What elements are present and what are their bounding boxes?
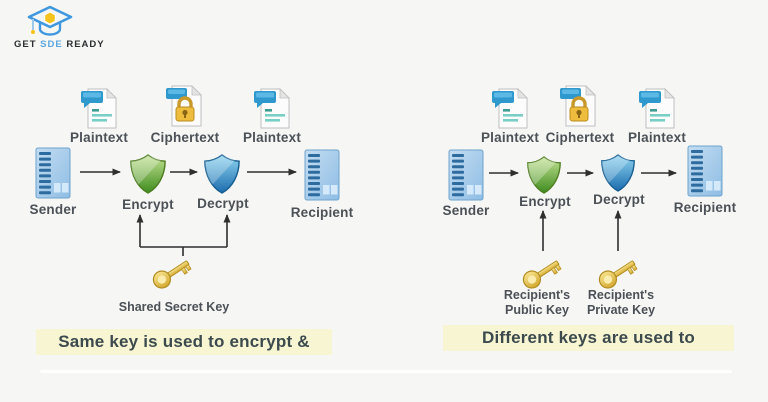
brand-wordmark: GET SDE READY [14, 39, 134, 50]
recipient-label: Recipient [290, 205, 354, 220]
shared-secret-key-label: Shared Secret Key [118, 300, 230, 314]
encrypt-label: Encrypt [122, 197, 174, 212]
ciphertext-document-icon [163, 84, 205, 130]
brand-sde: SDE [40, 39, 63, 50]
ciphertext-label: Ciphertext [150, 130, 220, 145]
shared-secret-key-icon [150, 254, 194, 292]
encrypt-label: Encrypt [519, 194, 571, 209]
recipient-label: Recipient [673, 200, 737, 215]
decrypt-label: Decrypt [197, 196, 249, 211]
plaintext-document-icon [637, 86, 677, 130]
decrypt-shield-icon [203, 153, 241, 195]
private-key-icon [596, 254, 640, 292]
decrypt-label: Decrypt [593, 192, 645, 207]
graduation-cap-logo-icon [27, 5, 73, 36]
encrypt-shield-icon [129, 153, 167, 195]
recipient-server-icon [686, 144, 724, 198]
plaintext-document-icon [490, 86, 530, 130]
decrypt-shield-icon [600, 153, 636, 193]
private-key-label-line1: Recipient's [587, 288, 655, 302]
caption-text: Different keys are used to [481, 328, 696, 347]
caption-highlight-symmetric: Same key is used to encrypt & [36, 329, 332, 355]
sender-label: Sender [442, 203, 490, 218]
caption-highlight-asymmetric: Different keys are used to [443, 325, 734, 351]
plaintext-label: Plaintext [242, 130, 302, 145]
sender-server-icon [447, 148, 485, 202]
plaintext-label: Plaintext [627, 130, 687, 145]
private-key-label-line2: Private Key [586, 303, 656, 317]
plaintext-document-icon [79, 86, 119, 130]
public-key-icon [520, 254, 564, 292]
public-key-label-line1: Recipient's [503, 288, 571, 302]
ciphertext-label: Ciphertext [545, 130, 615, 145]
brand-ready: READY [66, 39, 105, 50]
divider-line [40, 370, 732, 373]
public-key-label-line2: Public Key [505, 303, 569, 317]
brand-get: GET [14, 39, 37, 50]
caption-text: Same key is used to encrypt & [58, 332, 310, 351]
ciphertext-document-icon [557, 84, 599, 130]
plaintext-document-icon [252, 86, 292, 130]
sender-label: Sender [29, 202, 77, 217]
plaintext-label: Plaintext [480, 130, 540, 145]
recipient-server-icon [303, 148, 341, 202]
sender-server-icon [34, 146, 72, 200]
encrypt-shield-icon [526, 155, 562, 195]
plaintext-label: Plaintext [69, 130, 129, 145]
